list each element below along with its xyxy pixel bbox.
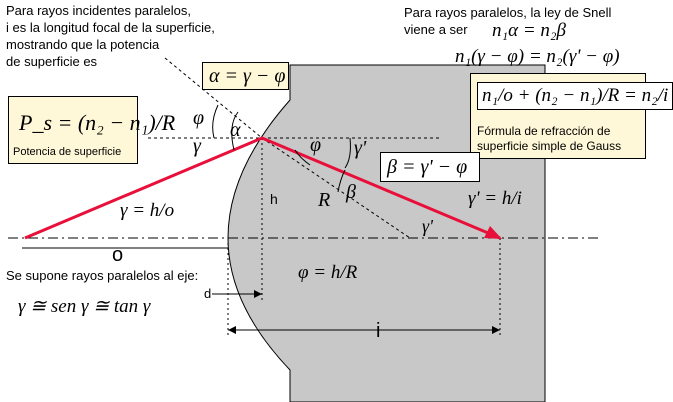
- gamma-equation: γ = h/o: [120, 200, 175, 221]
- surface-power-equation: P_s = (n₂ − n₁)/R: [19, 110, 176, 135]
- phi-label-left: φ: [193, 107, 205, 129]
- gamma-prime-label-axis: γ': [422, 216, 433, 236]
- gauss-equation: n₁/o + (n₂ − n₁)/R = n₂/i: [477, 82, 673, 110]
- beta-equation: β = γ' − φ: [387, 156, 468, 178]
- gauss-formula-box: n₁/o + (n₂ − n₁)/R = n₂/i Fórmula de ref…: [470, 73, 673, 159]
- radius-label: R: [318, 189, 331, 211]
- light-ray: [24, 136, 501, 240]
- gauss-caption-line-2: superficie simple de Gauss: [477, 139, 622, 153]
- image-distance-label: i: [376, 320, 381, 342]
- angle-arc-alpha: [231, 111, 239, 151]
- snell-expanded-equation: n₁(γ − φ) = n₂(γ' − φ): [455, 46, 620, 67]
- snell-intro-line-1: Para rayos paralelos, la ley de Snell: [404, 5, 612, 20]
- beta-label: β: [346, 181, 356, 203]
- gamma-prime-label-top: γ': [354, 137, 367, 159]
- diagram-canvas: Para rayos incidentes paralelos, i es la…: [6, 3, 673, 402]
- gamma-prime-equation: γ' = h/i: [468, 188, 522, 209]
- phi-label-right: φ: [310, 134, 322, 156]
- paraxial-note: Se supone rayos paralelos al eje:: [6, 268, 199, 283]
- snell-intro-line-2: viene a ser: [404, 22, 468, 37]
- left-intro-line-3: mostrando que la potencia: [6, 37, 160, 52]
- gauss-caption-line-1: Fórmula de refracción de: [477, 124, 611, 138]
- ray-arrowhead: [484, 226, 502, 239]
- left-intro-line-4: de superficie es: [6, 54, 98, 69]
- object-distance-label: o: [112, 244, 124, 266]
- surface-power-label: Potencia de superficie: [13, 146, 122, 158]
- optics-diagram: [8, 57, 600, 402]
- normal-line-incident: [164, 57, 263, 139]
- phi-equation: φ = h/R: [298, 262, 358, 283]
- left-intro-line-1: Para rayos incidentes paralelos,: [6, 3, 191, 18]
- small-angle-approximation: γ ≅ sen γ ≅ tan γ: [18, 296, 151, 317]
- gamma-label-left: γ: [193, 135, 201, 157]
- alpha-equation-box: α = γ − φ: [202, 62, 289, 90]
- angle-arc-gamma-prime: [344, 137, 351, 169]
- angle-arc-beta: [337, 169, 346, 193]
- angle-arc-phi: [212, 104, 219, 139]
- snell-equation: n₁α = n₂β: [492, 20, 566, 41]
- h-label: h: [270, 191, 278, 207]
- angle-arc-phi-right: [294, 149, 311, 166]
- d-label: d: [204, 286, 212, 301]
- alpha-label: α: [230, 119, 241, 141]
- surface-power-box: P_s = (n₂ − n₁)/R Potencia de superficie: [8, 96, 175, 164]
- left-intro-line-2: i es la longitud focal de la superficie,: [6, 20, 215, 35]
- alpha-equation: α = γ − φ: [209, 65, 286, 87]
- beta-equation-box: β = γ' − φ: [380, 152, 480, 182]
